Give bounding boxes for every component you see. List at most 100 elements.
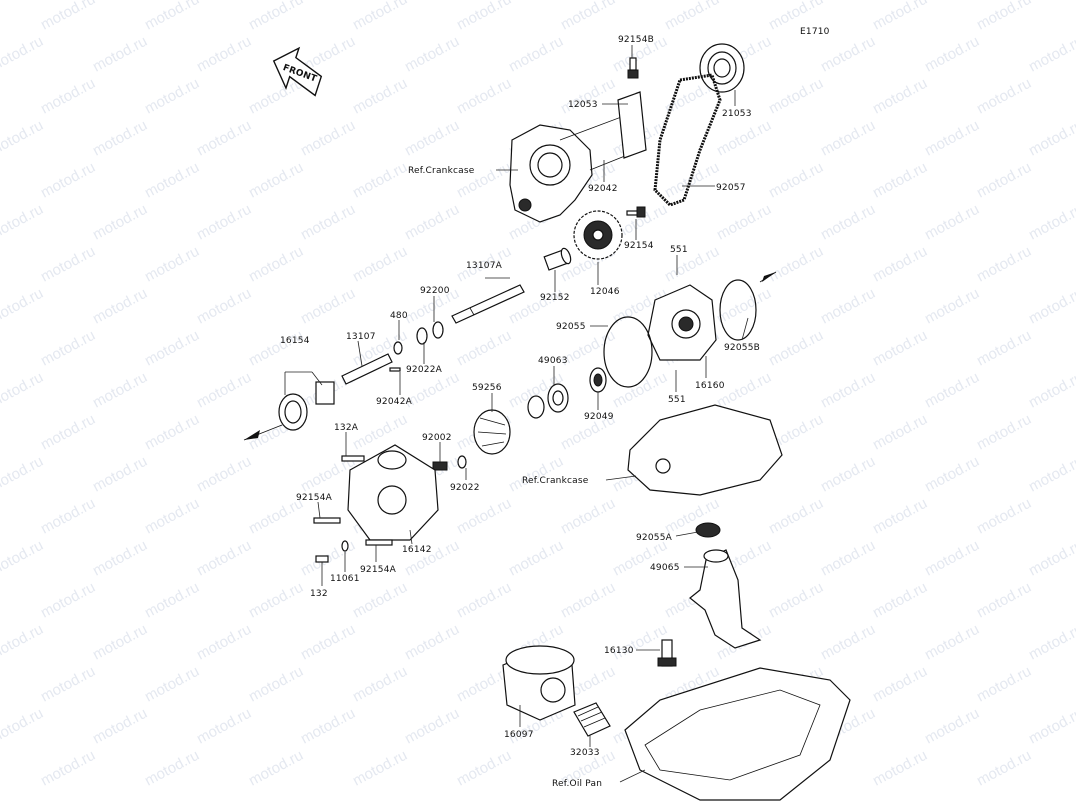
pin-92042a bbox=[389, 367, 401, 372]
watermark: motod.ru bbox=[1026, 285, 1076, 328]
watermark: motod.ru bbox=[454, 495, 514, 538]
label-59256: 59256 bbox=[472, 383, 502, 393]
watermark: motod.ru bbox=[870, 411, 930, 454]
watermark: motod.ru bbox=[194, 201, 254, 244]
watermark: motod.ru bbox=[142, 747, 202, 790]
watermark: motod.ru bbox=[766, 159, 826, 202]
watermark: motod.ru bbox=[922, 117, 982, 160]
watermark: motod.ru bbox=[350, 411, 410, 454]
label-92042: 92042 bbox=[588, 184, 618, 194]
watermark: motod.ru bbox=[922, 453, 982, 496]
watermark: motod.ru bbox=[90, 33, 150, 76]
watermark: motod.ru bbox=[662, 159, 722, 202]
label-92154b: 92154B bbox=[618, 35, 654, 45]
watermark: motod.ru bbox=[454, 579, 514, 622]
label-92055a: 92055A bbox=[636, 533, 673, 543]
watermark: motod.ru bbox=[610, 621, 670, 664]
watermark: motod.ru bbox=[922, 201, 982, 244]
sensor-16130 bbox=[657, 639, 677, 667]
label-49063: 49063 bbox=[538, 356, 568, 366]
pump-cover-16142 bbox=[347, 444, 439, 541]
label-ref-crankcase-top: Ref.Crankcase bbox=[408, 166, 475, 176]
bolt-132a bbox=[341, 455, 365, 462]
watermark: motod.ru bbox=[662, 0, 722, 34]
watermark: motod.ru bbox=[0, 285, 46, 328]
watermark: motod.ru bbox=[974, 663, 1034, 706]
watermark: motod.ru bbox=[298, 285, 358, 328]
watermark: motod.ru bbox=[246, 327, 306, 370]
label-92154a-top: 92154A bbox=[296, 493, 333, 503]
watermark: motod.ru bbox=[38, 579, 98, 622]
watermark: motod.ru bbox=[818, 537, 878, 580]
bolt-132 bbox=[315, 555, 329, 563]
watermark: motod.ru bbox=[402, 537, 462, 580]
watermark: motod.ru bbox=[142, 579, 202, 622]
label-16130: 16130 bbox=[604, 646, 634, 656]
watermark: motod.ru bbox=[194, 369, 254, 412]
watermark: motod.ru bbox=[922, 537, 982, 580]
watermark: motod.ru bbox=[766, 75, 826, 118]
watermark: motod.ru bbox=[90, 285, 150, 328]
watermark: motod.ru bbox=[974, 747, 1034, 790]
watermark: motod.ru bbox=[90, 621, 150, 664]
part-labels: 92154B 12053 21053 Ref.Crankcase 92042 9… bbox=[280, 35, 760, 789]
o-ring-92055b bbox=[719, 279, 757, 341]
watermark: motod.ru bbox=[38, 327, 98, 370]
watermark: motod.ru bbox=[870, 159, 930, 202]
watermark: motod.ru bbox=[714, 285, 774, 328]
watermark: motod.ru bbox=[194, 33, 254, 76]
washer-92022a bbox=[416, 327, 428, 345]
label-92154a-bottom: 92154A bbox=[360, 565, 397, 575]
label-92055: 92055 bbox=[556, 322, 586, 332]
watermark: motod.ru bbox=[454, 75, 514, 118]
watermark: motod.ru bbox=[90, 369, 150, 412]
watermark: motod.ru bbox=[246, 747, 306, 790]
watermark: motod.ru bbox=[194, 453, 254, 496]
watermark: motod.ru bbox=[818, 33, 878, 76]
label-12046: 12046 bbox=[590, 287, 620, 297]
label-92002: 92002 bbox=[422, 433, 452, 443]
seal-92049 bbox=[589, 367, 607, 393]
label-ref-crankcase-mid: Ref.Crankcase bbox=[522, 476, 589, 486]
watermark: motod.ru bbox=[766, 579, 826, 622]
diagram-code: E1710 bbox=[800, 27, 830, 37]
watermark: motod.ru bbox=[142, 159, 202, 202]
watermark: motod.ru bbox=[974, 159, 1034, 202]
watermark: motod.ru bbox=[90, 705, 150, 748]
oil-filter-16097 bbox=[502, 645, 576, 721]
watermark: motod.ru bbox=[558, 75, 618, 118]
watermark: motod.ru bbox=[766, 243, 826, 286]
label-92022a: 92022A bbox=[406, 365, 443, 375]
label-21053: 21053 bbox=[722, 109, 752, 119]
watermark: motod.ru bbox=[0, 369, 46, 412]
watermark: motod.ru bbox=[0, 117, 46, 160]
watermark: motod.ru bbox=[1026, 453, 1076, 496]
watermark: motod.ru bbox=[298, 705, 358, 748]
watermark: motod.ru bbox=[38, 159, 98, 202]
watermark: motod.ru bbox=[90, 117, 150, 160]
watermark: motod.ru bbox=[922, 33, 982, 76]
watermark: motod.ru bbox=[454, 747, 514, 790]
watermark: motod.ru bbox=[870, 747, 930, 790]
watermark: motod.ru bbox=[1026, 33, 1076, 76]
watermark: motod.ru bbox=[350, 159, 410, 202]
label-32033: 32033 bbox=[570, 748, 600, 758]
leader-lines bbox=[317, 45, 749, 783]
watermark: motod.ru bbox=[922, 285, 982, 328]
watermark: motod.ru bbox=[870, 663, 930, 706]
watermark: motod.ru bbox=[558, 0, 618, 34]
watermark: motod.ru bbox=[246, 663, 306, 706]
watermark: motod.ru bbox=[974, 495, 1034, 538]
watermark: motod.ru bbox=[298, 201, 358, 244]
watermark: motod.ru bbox=[818, 117, 878, 160]
watermark: motod.ru bbox=[1026, 537, 1076, 580]
watermark: motod.ru bbox=[870, 75, 930, 118]
watermark: motod.ru bbox=[506, 453, 566, 496]
watermark: motod.ru bbox=[0, 453, 46, 496]
watermark: motod.ru bbox=[0, 33, 46, 76]
axis-arrows bbox=[243, 271, 777, 441]
watermark: motod.ru bbox=[194, 285, 254, 328]
watermark: motod.ru bbox=[506, 537, 566, 580]
watermark: motod.ru bbox=[558, 579, 618, 622]
